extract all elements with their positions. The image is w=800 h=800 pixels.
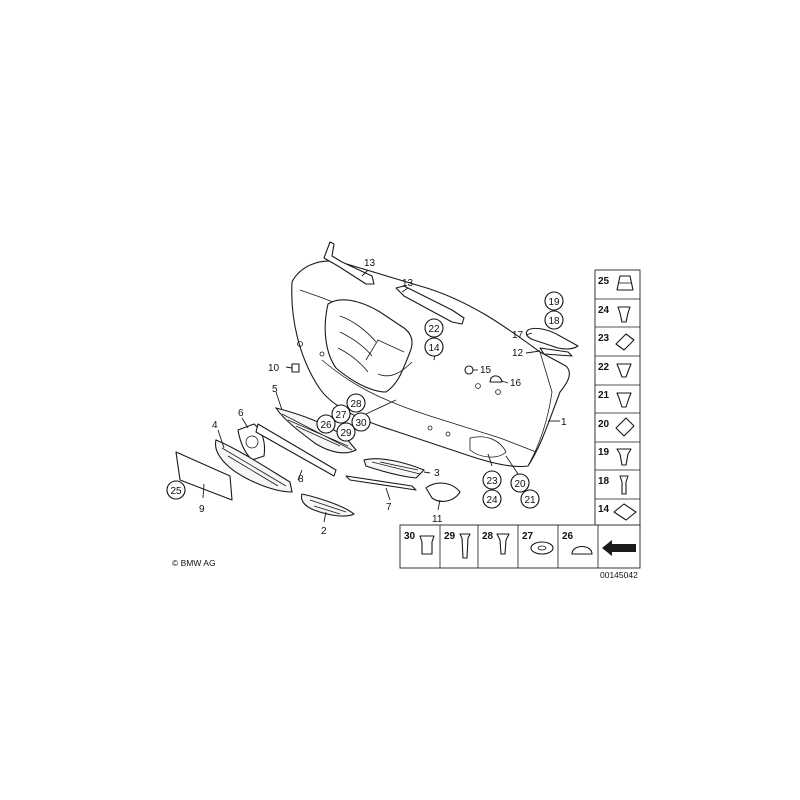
cap-icon — [571, 545, 593, 555]
svg-text:25: 25 — [170, 486, 182, 497]
bolt-29-icon — [459, 533, 471, 559]
part-11-end-cap — [425, 482, 461, 502]
plug-icon — [419, 535, 435, 555]
label-13b: 13 — [402, 278, 414, 289]
circle-30: 30 — [351, 412, 371, 432]
part-number-labels: 13 13 17 12 15 16 10 1 5 6 4 8 3 9 7 11 … — [199, 258, 567, 537]
arrow-symbol-icon — [602, 540, 636, 556]
part-15 — [464, 365, 474, 375]
svg-text:29: 29 — [340, 428, 352, 439]
svg-text:19: 19 — [548, 297, 560, 308]
svg-text:21: 21 — [524, 495, 536, 506]
label-6: 6 — [238, 408, 244, 419]
circle-24: 24 — [482, 489, 502, 509]
circle-20: 20 — [510, 473, 530, 493]
svg-text:23: 23 — [486, 476, 498, 487]
screw-19-icon — [616, 448, 632, 466]
legend-26: 26 — [562, 531, 574, 542]
circle-28: 28 — [346, 393, 366, 413]
legend-19: 19 — [598, 447, 610, 458]
clip-21-icon — [616, 392, 632, 408]
legend-22: 22 — [598, 362, 610, 373]
rivet-icon — [616, 363, 632, 378]
svg-text:26: 26 — [320, 420, 332, 431]
legend-27: 27 — [522, 531, 534, 542]
push-clip-icon — [617, 306, 631, 323]
copyright: © BMW AG — [172, 558, 216, 568]
legend-right: 25 24 23 22 21 20 19 18 14 — [594, 269, 641, 531]
circle-18: 18 — [544, 310, 564, 330]
part-3-side-vent — [363, 458, 425, 479]
diagram-code: 00145042 — [600, 570, 638, 580]
circle-14: 14 — [424, 337, 444, 357]
part-16 — [489, 375, 503, 383]
svg-text:30: 30 — [355, 418, 367, 429]
bumper-strip-left — [323, 241, 375, 285]
label-13a: 13 — [364, 258, 376, 269]
label-12: 12 — [512, 348, 524, 359]
fir-tree-clip-icon — [619, 475, 629, 495]
svg-text:20: 20 — [514, 479, 526, 490]
legend-25: 25 — [598, 276, 610, 287]
svg-text:27: 27 — [335, 410, 347, 421]
legend-30: 30 — [404, 531, 416, 542]
circle-27: 27 — [331, 404, 351, 424]
part-7-strip — [345, 475, 417, 491]
legend-28: 28 — [482, 531, 494, 542]
legend-21: 21 — [598, 390, 610, 401]
circle-26: 26 — [316, 414, 336, 434]
legend-18: 18 — [598, 476, 610, 487]
label-3: 3 — [434, 468, 440, 479]
circle-21: 21 — [520, 489, 540, 509]
label-5: 5 — [272, 384, 278, 395]
circle-22: 22 — [424, 318, 444, 338]
nut-clip-icon — [615, 333, 635, 351]
washer-icon — [530, 541, 554, 555]
label-15: 15 — [480, 365, 492, 376]
circle-25: 25 — [166, 480, 186, 500]
svg-text:14: 14 — [428, 343, 440, 354]
part-8-trim — [255, 423, 337, 477]
label-2: 2 — [321, 526, 327, 537]
part-17-bracket — [525, 327, 579, 350]
leader-lines — [202, 269, 560, 523]
screw-28-icon — [496, 533, 510, 555]
legend-23: 23 — [598, 333, 610, 344]
clamp-icon — [613, 503, 637, 521]
label-1: 1 — [561, 417, 567, 428]
part-10-clip — [291, 363, 300, 373]
part-2-lower-vent — [300, 493, 356, 517]
svg-text:18: 18 — [548, 316, 560, 327]
circle-19: 19 — [544, 291, 564, 311]
circle-23: 23 — [482, 470, 502, 490]
clip-nut-icon — [615, 417, 635, 437]
svg-text:24: 24 — [486, 495, 498, 506]
part-4-lower-grille — [214, 439, 293, 493]
svg-text:22: 22 — [428, 324, 440, 335]
legend-14: 14 — [598, 504, 610, 515]
legend-20: 20 — [598, 419, 610, 430]
label-8: 8 — [298, 474, 304, 485]
svg-text:28: 28 — [350, 399, 362, 410]
part-9-plate-bracket — [175, 451, 233, 501]
label-4: 4 — [212, 420, 218, 431]
label-17: 17 — [512, 330, 524, 341]
label-10: 10 — [268, 363, 280, 374]
circled-labels: 19 18 22 14 28 27 26 30 29 23 24 20 21 2… — [166, 291, 564, 509]
label-16: 16 — [510, 378, 522, 389]
label-9: 9 — [199, 504, 205, 515]
part-12-strip — [539, 347, 573, 357]
bumper-strip-right — [395, 285, 465, 325]
label-11: 11 — [432, 514, 443, 525]
legend-bottom: 30 29 28 27 26 — [399, 524, 641, 569]
circle-29: 29 — [336, 422, 356, 442]
legend-29: 29 — [444, 531, 456, 542]
legend-24: 24 — [598, 305, 610, 316]
label-7: 7 — [386, 502, 392, 513]
